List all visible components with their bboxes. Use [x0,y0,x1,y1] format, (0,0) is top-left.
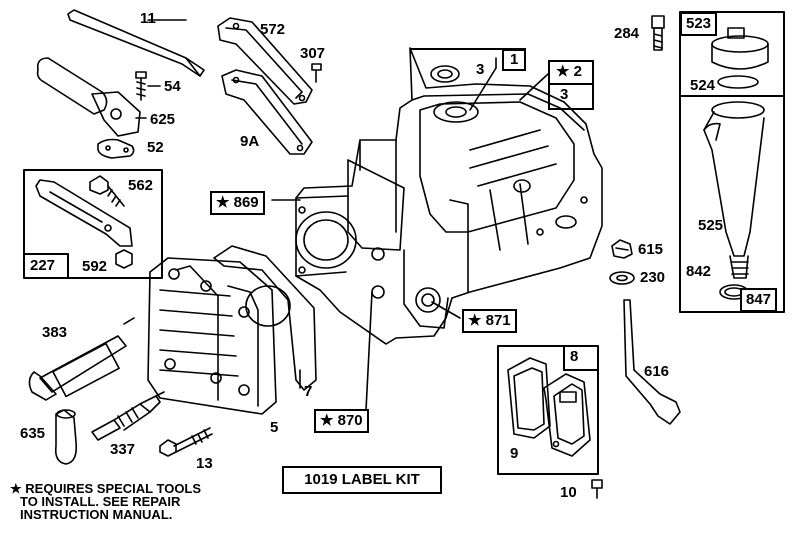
label-842: 842 [686,263,712,280]
part-11-tube-drawing [67,9,205,77]
part-1-crankcase-drawing [295,47,603,345]
part-7-head-gasket-drawing [213,245,317,391]
label-284: 284 [614,25,640,42]
label-625: 625 [150,111,176,128]
label-kit-box: 1019 LABEL KIT [282,466,442,494]
label-524: 524 [690,77,716,94]
label-7: 7 [304,383,313,400]
label-230: 230 [640,269,666,286]
label-307: 307 [300,45,326,62]
part-284-fitting-drawing [651,15,665,51]
label-11: 11 [140,10,156,27]
label-616: 616 [644,363,670,380]
part-625-breather-drawing [36,57,147,137]
part-616-rod-drawing [623,299,681,425]
box-1-leaders [469,57,549,111]
box-label-3: 3 [560,86,569,103]
box-label-869: ★ 869 [210,191,265,215]
label-52: 52 [147,139,164,156]
part-230-washer-drawing [609,271,635,285]
part-52-gasket-drawing [97,138,135,159]
box-label-2: ★ 2 [556,63,582,80]
label-54: 54 [164,78,181,95]
label-562: 562 [128,177,154,194]
part-10-screw-drawing [591,479,603,499]
label-572: 572 [260,21,286,38]
part-635-boot-drawing [54,409,78,465]
box-label-523: 523 [680,12,718,36]
label-3-seal: 3 [476,61,485,78]
label-9: 9 [510,445,519,462]
box-label-871: ★ 871 [462,309,517,333]
box-2-3-frame [548,60,594,110]
part-5-cylinder-head-drawing [147,257,277,415]
label-337: 337 [110,441,136,458]
box-label-870: ★ 870 [314,409,369,433]
part-383-tool-drawing [28,317,135,401]
part-572-plate-drawing [217,17,313,105]
label-592: 592 [82,258,108,275]
label-13: 13 [196,455,213,472]
part-337-spark-plug-drawing [91,391,165,441]
oil-fill-assembly-drawing [679,11,785,313]
label-5: 5 [270,419,279,436]
part-3-seal-drawing [430,65,460,83]
label-9a: 9A [240,133,260,150]
footnote-line-2: TO INSTALL. SEE REPAIR [20,494,181,509]
box-label-227: 227 [30,257,56,274]
star-box-leaders [271,199,461,411]
part-8-cover-box-drawing [497,345,599,475]
special-tools-footnote: ★ REQUIRES SPECIAL TOOLS TO INSTALL. SEE… [10,482,201,521]
box-label-8: 8 [570,348,579,365]
box-1-group [410,48,526,52]
box-2-divider [548,83,592,85]
part-307-screw-drawing [311,63,322,83]
label-525: 525 [698,217,724,234]
label-10: 10 [560,484,577,501]
box-label-1: 1 [502,49,527,71]
box-label-847: 847 [740,288,778,312]
part-227-bracket-box-drawing [23,169,163,279]
part-54-screw-drawing [135,71,161,101]
part-9a-gasket-drawing [221,69,313,155]
label-615: 615 [638,241,664,258]
label-635: 635 [20,425,46,442]
footnote-line-3: INSTRUCTION MANUAL. [20,507,173,522]
footnote-line-1: ★ REQUIRES SPECIAL TOOLS [10,481,202,496]
part-615-drawing [611,239,633,259]
label-383: 383 [42,324,68,341]
part-13-bolt-drawing [159,427,213,457]
